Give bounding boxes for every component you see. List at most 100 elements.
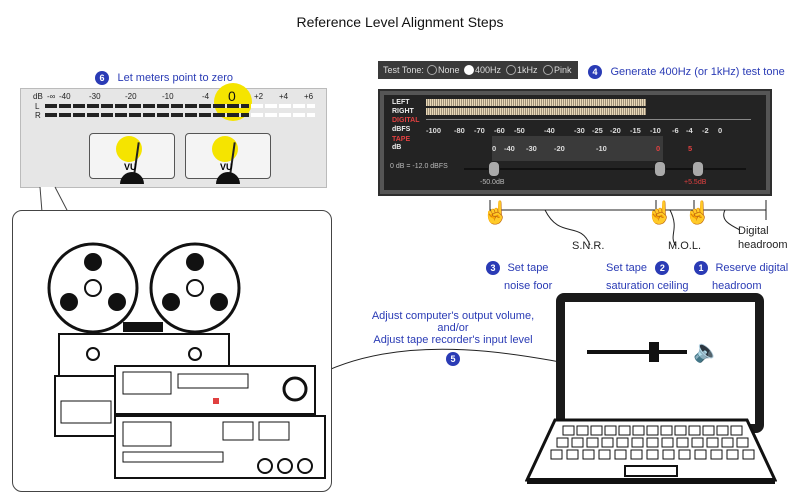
step4-text: Generate 400Hz (or 1kHz) test tone	[610, 66, 785, 78]
vu-left-lit	[45, 104, 249, 108]
keyboard-key	[630, 449, 643, 460]
keyboard-key	[660, 425, 673, 436]
snr-label: S.N.R.	[572, 240, 605, 252]
volume-slider-track[interactable]	[587, 350, 687, 354]
headroom-leader	[723, 209, 741, 231]
dbfs-tick-label: -10	[650, 126, 661, 135]
step3-text-1: Set tape	[507, 262, 549, 274]
vu-scale-zero: 0	[228, 88, 236, 104]
keyboard-key	[590, 425, 603, 436]
radio-pink[interactable]	[543, 65, 553, 75]
tape-tick-label: 0	[492, 144, 497, 153]
keyboard-key	[662, 449, 675, 460]
callout-pointer	[39, 186, 69, 213]
tape-tick-label: -40	[504, 144, 515, 153]
left-reel-hub	[84, 279, 102, 297]
keyboard-key	[736, 437, 749, 448]
keyboard-key	[632, 425, 645, 436]
step1-badge: 1	[694, 261, 708, 275]
analog-vu-meter-right: VU	[185, 133, 271, 184]
step3-annotation: 3 Set tape noise foor	[486, 258, 552, 294]
tape-tick-label: 5	[688, 144, 693, 153]
tape-db-label: dB	[392, 144, 402, 151]
diagram-title: Reference Level Alignment Steps	[296, 14, 504, 30]
step5-line2: and/or	[437, 322, 469, 334]
tape-equipment-illustration	[47, 242, 326, 479]
keyboard-key	[618, 425, 631, 436]
keyboard-key	[721, 437, 734, 448]
input-level-knob	[282, 376, 308, 402]
calibration-text: 0 dB = -12.0 dBFS	[390, 163, 448, 170]
step6-text: Let meters point to zero	[117, 72, 234, 84]
step5-line3: Adjust tape recorder's input level	[373, 334, 533, 346]
keyboard-key	[598, 449, 611, 460]
step6-badge: 6	[95, 71, 109, 85]
keyboard-key	[631, 437, 644, 448]
radio-none[interactable]	[427, 65, 437, 75]
noise-floor-handle[interactable]	[488, 161, 500, 177]
keyboard-key	[646, 449, 659, 460]
volume-slider-handle[interactable]	[649, 342, 659, 362]
laptop-screen: 🔈	[556, 293, 764, 433]
pointing-hand-icon: ☝	[646, 200, 674, 225]
keyboard-key	[661, 437, 674, 448]
keyboard-key	[716, 425, 729, 436]
keyboard-key	[616, 437, 629, 448]
digital-scale-line	[426, 119, 751, 120]
test-tone-selector: Test Tone: None 400Hz 1kHz Pink	[378, 61, 578, 79]
reel-hole	[84, 253, 102, 271]
vu-right-lit	[45, 113, 249, 117]
step1-text-1: Reserve digital	[715, 262, 789, 274]
dbfs-tick-label: -25	[592, 126, 603, 135]
dbfs-tick-label: -100	[426, 126, 442, 135]
dbfs-tick-label: -60	[494, 126, 505, 135]
test-tone-label: Test Tone:	[383, 65, 424, 75]
vu-scale-tick: -40	[59, 92, 71, 101]
step1-text-2: headroom	[712, 280, 762, 292]
vu-scale-tick: -20	[125, 92, 137, 101]
dbfs-label: dBFS	[392, 126, 411, 133]
keyboard-key	[582, 449, 595, 460]
dbfs-tick-label: -50	[514, 126, 525, 135]
keyboard-key	[562, 425, 575, 436]
keyboard-key	[601, 437, 614, 448]
option-none[interactable]: None	[438, 65, 460, 75]
option-pink[interactable]: Pink	[554, 65, 572, 75]
dbfs-tick-label: -40	[544, 126, 555, 135]
pointing-hand-icon: ☝	[684, 200, 712, 225]
keyboard-key	[646, 437, 659, 448]
radio-1khz[interactable]	[506, 65, 516, 75]
vu-db-label: dB	[33, 92, 43, 101]
dbfs-tick-label: -2	[702, 126, 709, 135]
keyboard-key	[586, 437, 599, 448]
tape-tick-label: -30	[526, 144, 537, 153]
volume-slider-remainder	[669, 350, 687, 354]
meter-pivot	[216, 172, 240, 184]
keyboard-key	[674, 425, 687, 436]
mol-handle[interactable]	[654, 161, 666, 177]
keyboard-key	[678, 449, 691, 460]
vu-scale-tick: +2	[254, 92, 264, 101]
headroom-handle[interactable]	[692, 161, 704, 177]
digital-label: DIGITAL	[392, 117, 420, 124]
right-reel-hub	[186, 279, 204, 297]
digital-headroom-label-2: headroom	[738, 239, 788, 251]
keyboard-key	[646, 425, 659, 436]
snr-leader	[544, 209, 591, 246]
option-400hz[interactable]: 400Hz	[475, 65, 502, 75]
vu-scale-tick: -∞	[47, 92, 56, 101]
vu-scale-tick: -4	[202, 92, 210, 101]
pointing-hand-icon: ☝	[482, 200, 510, 225]
keyboard-key	[706, 437, 719, 448]
speaker-icon: 🔈	[693, 338, 721, 363]
dbfs-tick-label: -30	[574, 126, 585, 135]
step2-annotation: Set tape 2 saturation ceiling	[606, 258, 689, 294]
step2-text-1: Set tape	[606, 262, 647, 274]
equipment-callout	[12, 210, 332, 492]
head-block	[123, 322, 163, 332]
dbfs-tick-label: -15	[630, 126, 641, 135]
step2-badge: 2	[655, 261, 670, 275]
option-1khz[interactable]: 1kHz	[517, 65, 538, 75]
vu-scale-tick: +6	[304, 92, 314, 101]
radio-400hz[interactable]	[464, 65, 474, 75]
